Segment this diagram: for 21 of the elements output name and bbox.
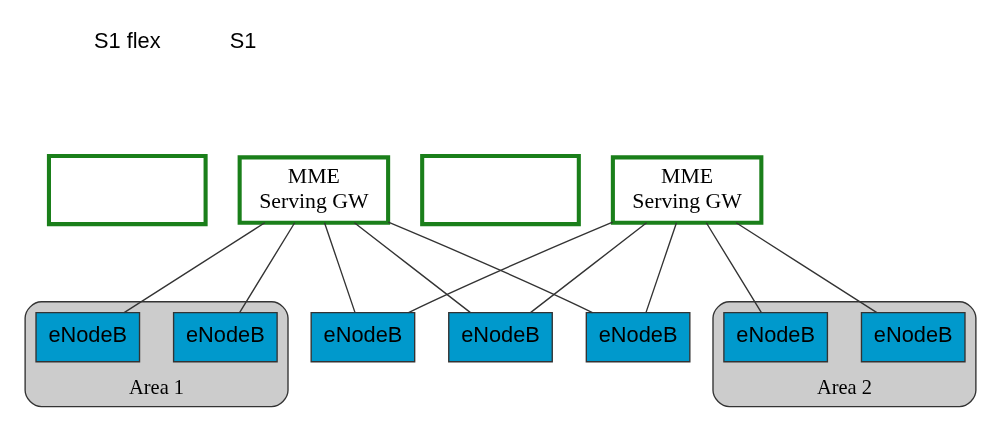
connector [123, 221, 266, 313]
node-box: eNodeB [310, 311, 416, 362]
node-box: MME Serving GW [237, 154, 391, 225]
node-box: eNodeB [860, 311, 966, 362]
node-box [46, 153, 208, 226]
node-box: eNodeB [585, 311, 691, 362]
label: S1 [229, 27, 257, 53]
connector [645, 221, 678, 313]
node-box: MME Serving GW [610, 154, 764, 225]
node-box: eNodeB [35, 311, 141, 362]
connector [387, 221, 594, 313]
connector [323, 221, 356, 313]
node-box: eNodeB [172, 311, 278, 362]
connector [407, 221, 614, 313]
node-box [420, 153, 581, 226]
node-box: eNodeB [723, 311, 829, 362]
label: S1 flex [93, 27, 161, 53]
connector [735, 221, 878, 313]
connector [529, 221, 648, 313]
node-box: eNodeB [448, 311, 553, 362]
connector [353, 221, 472, 313]
